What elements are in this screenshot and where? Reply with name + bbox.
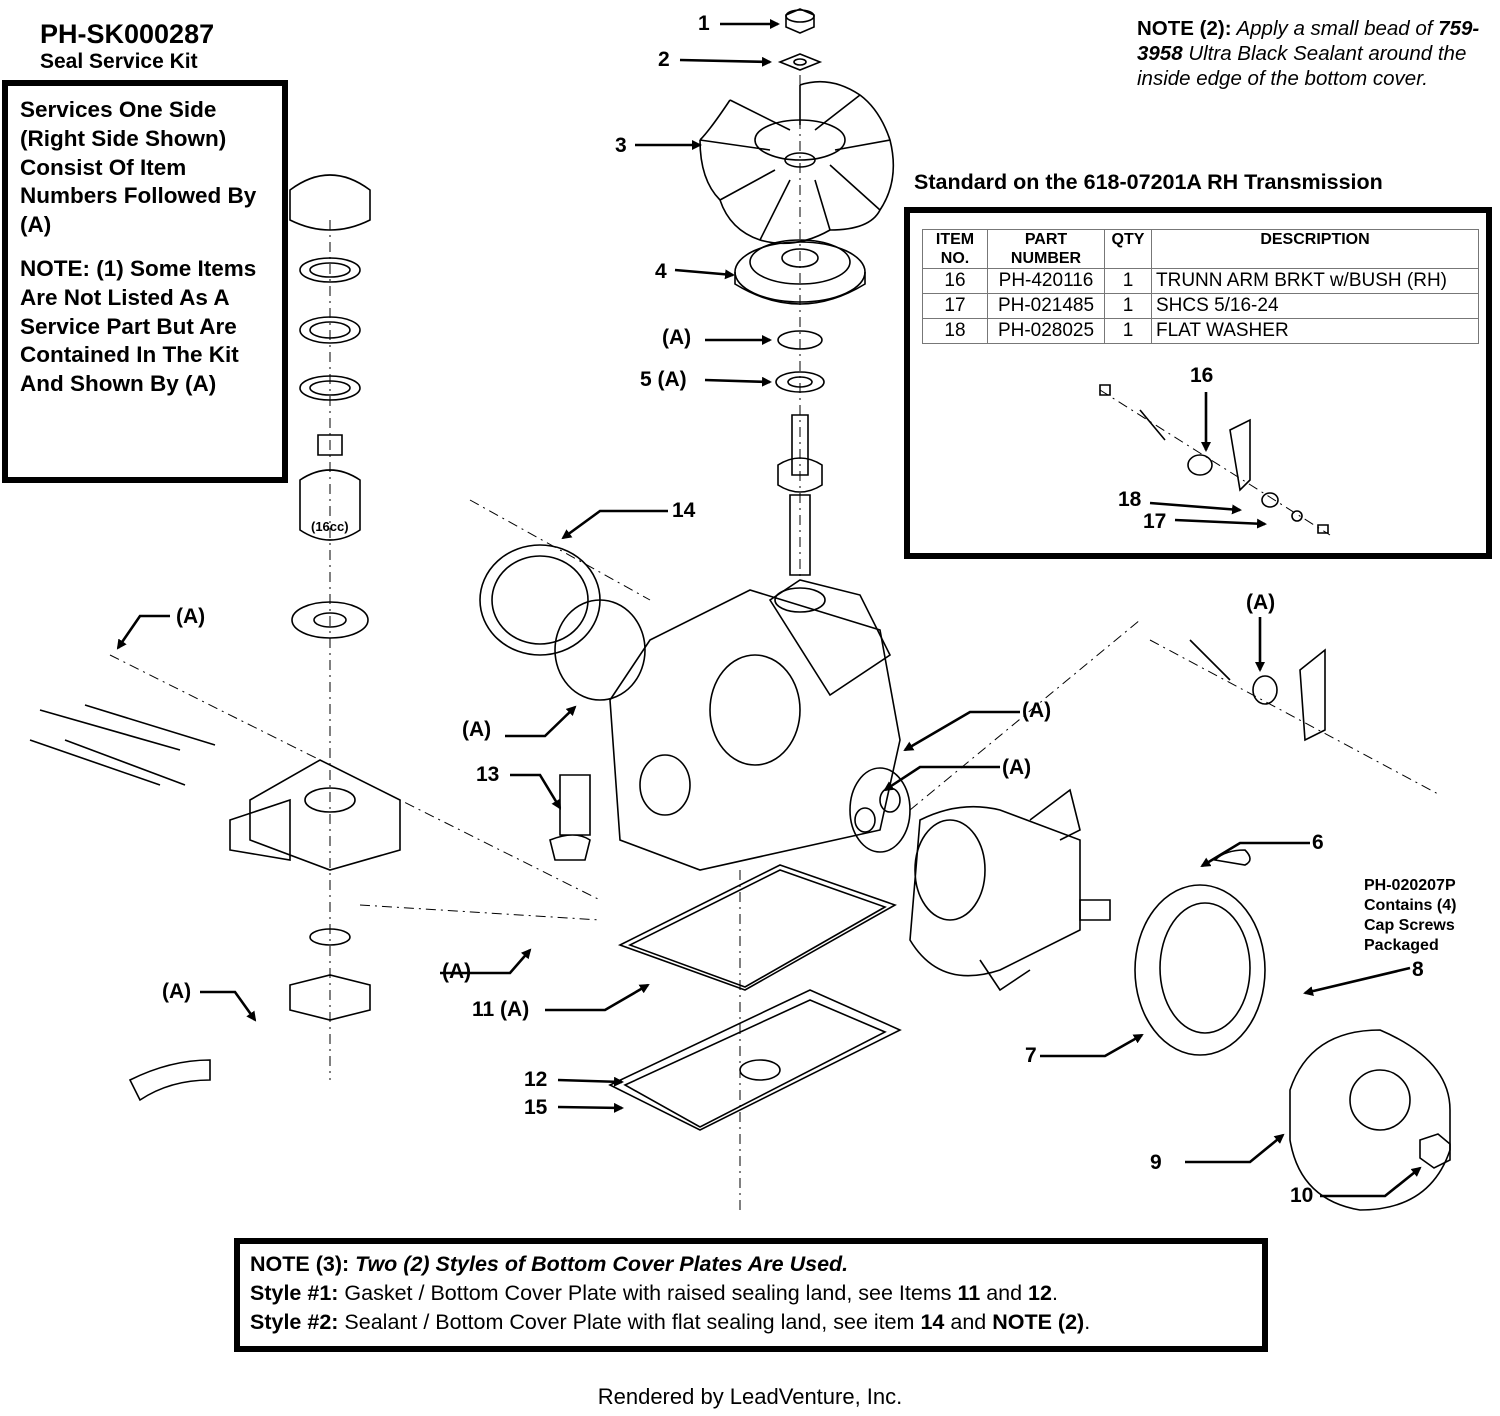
parts-table: ITEM NO. PART NUMBER QTY DESCRIPTION 16 … — [922, 229, 1479, 344]
callout-11: 11 (A) — [472, 998, 530, 1021]
note-2-text-before: Apply a small bead of — [1236, 17, 1433, 40]
kit-name: Seal Service Kit — [40, 50, 198, 73]
kit-note-1: NOTE: (1) Some Items Are Not Listed As A… — [20, 255, 257, 397]
callout-8: 8 — [1412, 958, 1424, 981]
callout-a-right: (A) — [1246, 591, 1276, 614]
transmission-housing — [479, 544, 901, 871]
col-item-no: ITEM NO. — [922, 229, 988, 269]
fan-pulley-stack — [699, 8, 895, 576]
callout-15: 15 — [524, 1096, 548, 1119]
row-desc: SHCS 5/16-24 — [1151, 293, 1479, 319]
bottom-covers — [608, 864, 902, 1131]
callout-6: 6 — [1312, 831, 1324, 854]
style-1-item-a: 11 — [957, 1281, 981, 1305]
row-desc: FLAT WASHER — [1151, 318, 1479, 344]
row-part: PH-021485 — [987, 293, 1105, 319]
callout-a-mid1: (A) — [1022, 699, 1052, 722]
row-qty: 1 — [1104, 268, 1152, 294]
kit-info-box: Services One Side (Right Side Shown) Con… — [2, 80, 288, 483]
drive-assembly — [849, 639, 1451, 1211]
row-part: PH-028025 — [987, 318, 1105, 344]
callout-9: 9 — [1150, 1151, 1162, 1174]
callout-a-gasket: (A) — [462, 718, 492, 741]
row-desc: TRUNN ARM BRKT w/BUSH (RH) — [1151, 268, 1479, 294]
row-qty: 1 — [1104, 293, 1152, 319]
note-3-heading: NOTE (3): Two (2) Styles of Bottom Cover… — [250, 1250, 1262, 1279]
row-item: 17 — [922, 293, 988, 319]
style-2-item: 14 — [920, 1310, 945, 1334]
callout-a-mid2: (A) — [1002, 756, 1032, 779]
col-description: DESCRIPTION — [1151, 229, 1479, 269]
note-3-label: NOTE (3): — [250, 1252, 350, 1276]
callout-a-left: (A) — [176, 605, 206, 628]
standard-title: Standard on the 618-07201A RH Transmissi… — [914, 170, 1383, 194]
style-2-note-ref: NOTE (2) — [992, 1310, 1085, 1334]
callout-14: 14 — [672, 499, 696, 522]
table-row: 18 PH-028025 1 FLAT WASHER — [922, 318, 1479, 344]
callout-13: 13 — [476, 763, 500, 786]
standard-parts-box: ITEM NO. PART NUMBER QTY DESCRIPTION 16 … — [904, 207, 1492, 559]
note-2-part: 759-3958 — [1137, 17, 1480, 65]
callout-4: 4 — [655, 260, 667, 283]
pump-displacement-label: (16cc) — [311, 519, 349, 534]
row-qty: 1 — [1104, 318, 1152, 344]
table-row: 17 PH-021485 1 SHCS 5/16-24 — [922, 293, 1479, 319]
note-3-box: NOTE (3): Two (2) Styles of Bottom Cover… — [234, 1238, 1268, 1352]
callout-a-top: (A) — [662, 326, 692, 349]
style-2-label: Style #2: — [250, 1310, 339, 1334]
style-1-text: Gasket / Bottom Cover Plate with raised … — [344, 1281, 952, 1305]
col-qty: QTY — [1104, 229, 1152, 269]
inset-bracket-drawing — [1099, 384, 1329, 534]
style-1-label: Style #1: — [250, 1281, 339, 1305]
row-part: PH-420116 — [987, 268, 1105, 294]
table-row: 16 PH-420116 1 TRUNN ARM BRKT w/BUSH (RH… — [922, 268, 1479, 294]
style-2-text: Sealant / Bottom Cover Plate with flat s… — [344, 1310, 915, 1334]
callout-3: 3 — [615, 134, 627, 157]
screw-pack-note: PH-020207P Contains (4) Cap Screws Packa… — [1364, 877, 1457, 954]
col-part-number: PART NUMBER — [987, 229, 1105, 269]
callout-18: 18 — [1118, 488, 1142, 511]
note-2-label: NOTE (2): — [1137, 17, 1232, 40]
note-3-style-1: Style #1: Gasket / Bottom Cover Plate wi… — [250, 1281, 1058, 1305]
note-2-text-after: Ultra Black Sealant around the inside ed… — [1137, 42, 1467, 90]
callout-17: 17 — [1143, 510, 1167, 533]
kit-part-number: PH-SK000287 — [40, 19, 215, 49]
row-item: 16 — [922, 268, 988, 294]
callout-arrows — [116, 19, 1422, 1198]
callout-5: 5 (A) — [640, 368, 687, 391]
kit-description: Services One Side (Right Side Shown) Con… — [20, 97, 257, 238]
callout-1: 1 — [698, 12, 710, 35]
parts-table-header: ITEM NO. PART NUMBER QTY DESCRIPTION — [922, 229, 1479, 269]
note-2: NOTE (2): Apply a small bead of 759-3958… — [1137, 16, 1487, 91]
style-1-and: and — [986, 1281, 1023, 1305]
callout-a-lower-left: (A) — [162, 980, 192, 1003]
callout-16: 16 — [1190, 364, 1214, 387]
row-item: 18 — [922, 318, 988, 344]
style-1-item-b: 12 — [1028, 1281, 1052, 1305]
callout-a-bottom: (A) — [442, 960, 472, 983]
callout-12: 12 — [524, 1068, 548, 1091]
note-3-title: Two (2) Styles of Bottom Cover Plates Ar… — [355, 1252, 849, 1276]
callout-10: 10 — [1290, 1184, 1314, 1207]
footer-credit: Rendered by LeadVenture, Inc. — [597, 1384, 903, 1409]
callout-7: 7 — [1025, 1044, 1037, 1067]
pump-stack — [29, 174, 401, 1102]
callout-2: 2 — [658, 48, 670, 71]
style-2-and: and — [950, 1310, 987, 1334]
note-3-style-2: Style #2: Sealant / Bottom Cover Plate w… — [250, 1310, 1091, 1334]
